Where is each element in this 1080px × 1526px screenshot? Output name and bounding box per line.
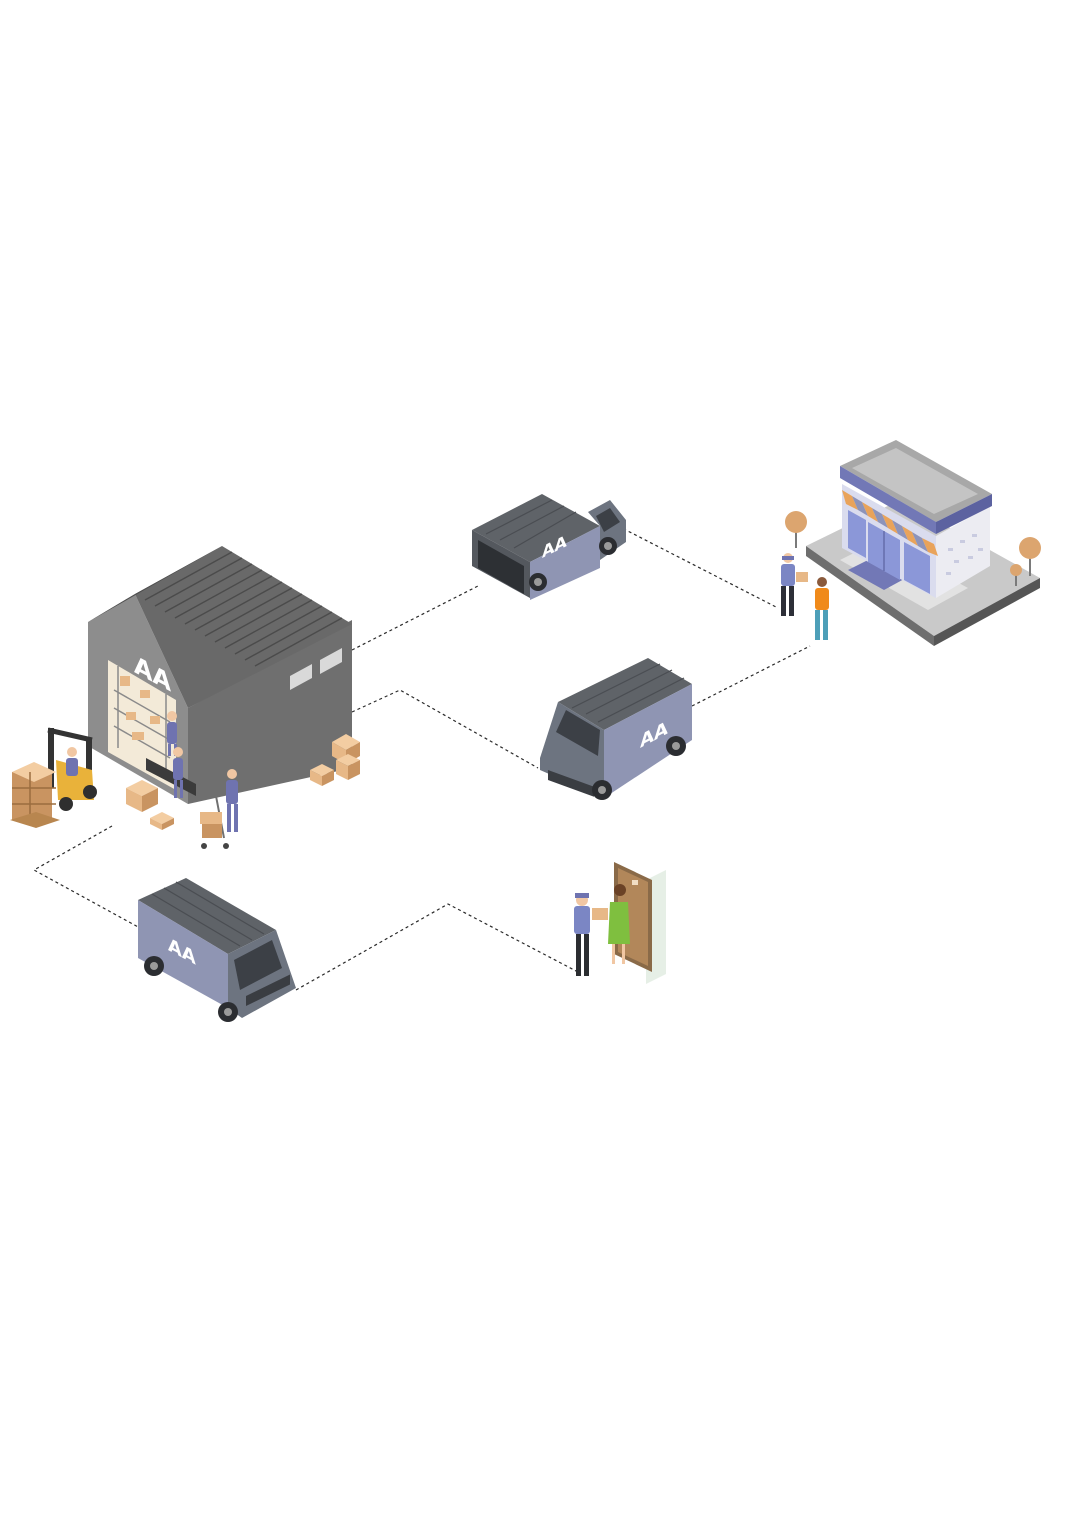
shop-awning	[842, 490, 938, 556]
warehouse-window-2	[320, 648, 342, 674]
shop-roof-trim-right	[936, 494, 992, 534]
van-bot-roof	[138, 878, 276, 954]
box-stack-front	[126, 780, 174, 830]
shop-window-right	[904, 542, 930, 594]
worker-with-handtruck	[200, 769, 238, 849]
van-bot-windshield	[234, 940, 282, 990]
shop-customer	[815, 577, 829, 640]
shop-tree-right	[1010, 537, 1041, 586]
storefront-icon	[781, 440, 1041, 646]
shop-roof-trim-left	[840, 466, 936, 534]
van-bot-roof-ribs	[151, 881, 265, 947]
truck-windshield	[596, 508, 620, 532]
shop-entrance-mat	[848, 558, 906, 590]
route-warehouse-to-bottom-van	[32, 825, 141, 929]
shop-platform-right	[934, 578, 1040, 646]
warehouse-door-opening	[108, 660, 176, 790]
delivery-van-icon-bottom: AA	[138, 878, 296, 1022]
delivery-routes	[32, 525, 811, 991]
conveyor-belt	[146, 758, 196, 796]
warehouse-window-1	[290, 664, 312, 690]
forklift-icon	[10, 727, 97, 828]
truck-rear-opening	[478, 540, 524, 594]
van-mid-side	[604, 684, 692, 798]
home-door-peephole	[632, 880, 638, 885]
home-courier	[574, 893, 608, 976]
home-customer	[608, 884, 630, 964]
route-middle-van-to-shop	[691, 645, 811, 707]
truck-roof-ribs	[485, 499, 577, 549]
shop-window-left	[848, 510, 866, 558]
warehouse-shelves	[113, 666, 171, 776]
van-bot-grille	[246, 974, 290, 1006]
warehouse-icon: AA	[10, 546, 360, 849]
route-bottom-van-to-home	[295, 903, 579, 991]
route-warehouse-to-middle-van	[351, 689, 539, 769]
truck-side	[530, 526, 600, 600]
box-truck-icon: AA	[472, 494, 626, 600]
shop-side-bricks	[946, 534, 983, 575]
van-mid-grille	[548, 770, 594, 797]
shop-roof-inner	[852, 448, 978, 514]
warehouse-roof-front	[88, 546, 222, 622]
door-handover-icon	[574, 862, 666, 984]
van-mid-windshield	[556, 710, 600, 756]
truck-roof	[472, 494, 600, 562]
route-warehouse-to-top-van	[351, 585, 479, 651]
van-bot-side	[138, 900, 228, 1008]
route-top-van-to-shop	[617, 525, 779, 609]
shop-tree-left	[785, 511, 807, 548]
shelf-boxes	[120, 676, 160, 740]
box-stack-right	[310, 734, 360, 786]
warehouse-roof-ribs	[144, 551, 343, 667]
shop-platform-left	[806, 546, 934, 646]
delivery-van-icon-middle: AA	[540, 658, 692, 800]
worker-at-conveyor	[173, 747, 183, 798]
shop-courier	[781, 553, 808, 616]
van-mid-roof-ribs	[571, 663, 685, 723]
